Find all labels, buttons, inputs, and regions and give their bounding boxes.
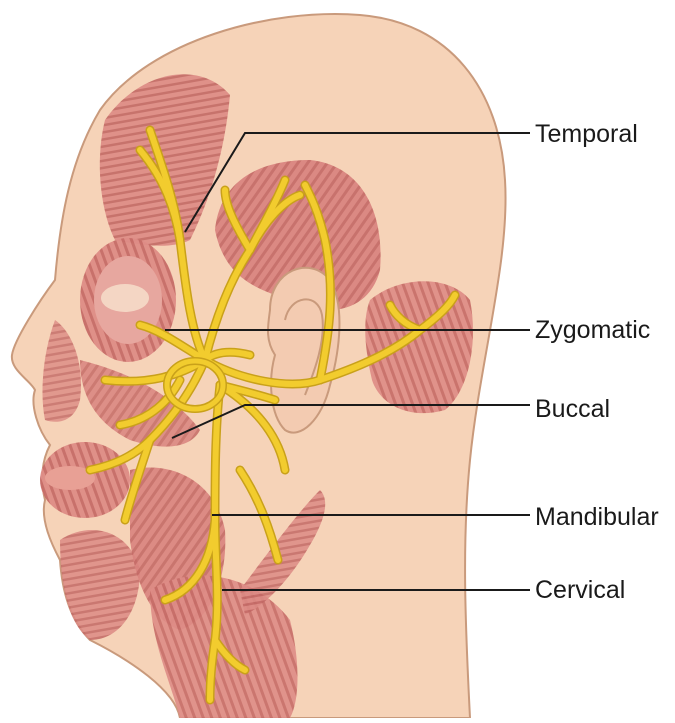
occipital-muscle [365, 281, 473, 413]
eyelid [101, 284, 149, 312]
label-temporal: Temporal [535, 122, 638, 147]
label-buccal: Buccal [535, 397, 610, 422]
label-mandibular: Mandibular [535, 505, 659, 530]
label-zygomatic: Zygomatic [535, 318, 650, 343]
label-cervical: Cervical [535, 578, 625, 603]
